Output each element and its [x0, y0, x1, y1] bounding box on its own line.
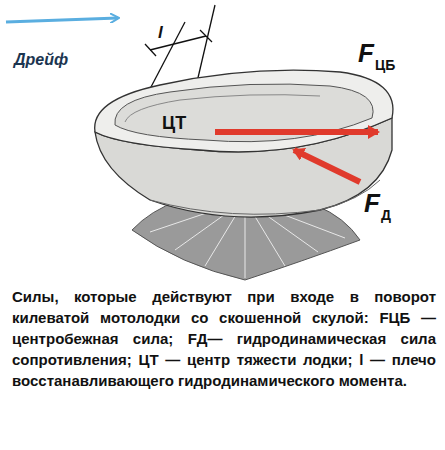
arm-label: l	[158, 24, 163, 41]
drag-force-arrow	[294, 150, 360, 182]
force-subscript: Д	[381, 208, 391, 222]
drift-label: Дрейф	[14, 52, 68, 68]
drift-arrow	[6, 18, 118, 22]
figure-caption: Силы, которые действуют при входе в пово…	[12, 286, 436, 391]
center-of-gravity-label: ЦТ	[160, 113, 188, 133]
force-symbol: F	[364, 190, 380, 216]
centrifugal-force-arrow	[215, 129, 378, 135]
force-subscript: ЦБ	[375, 58, 395, 72]
force-symbol: F	[358, 40, 374, 66]
boat-hull	[95, 70, 393, 217]
